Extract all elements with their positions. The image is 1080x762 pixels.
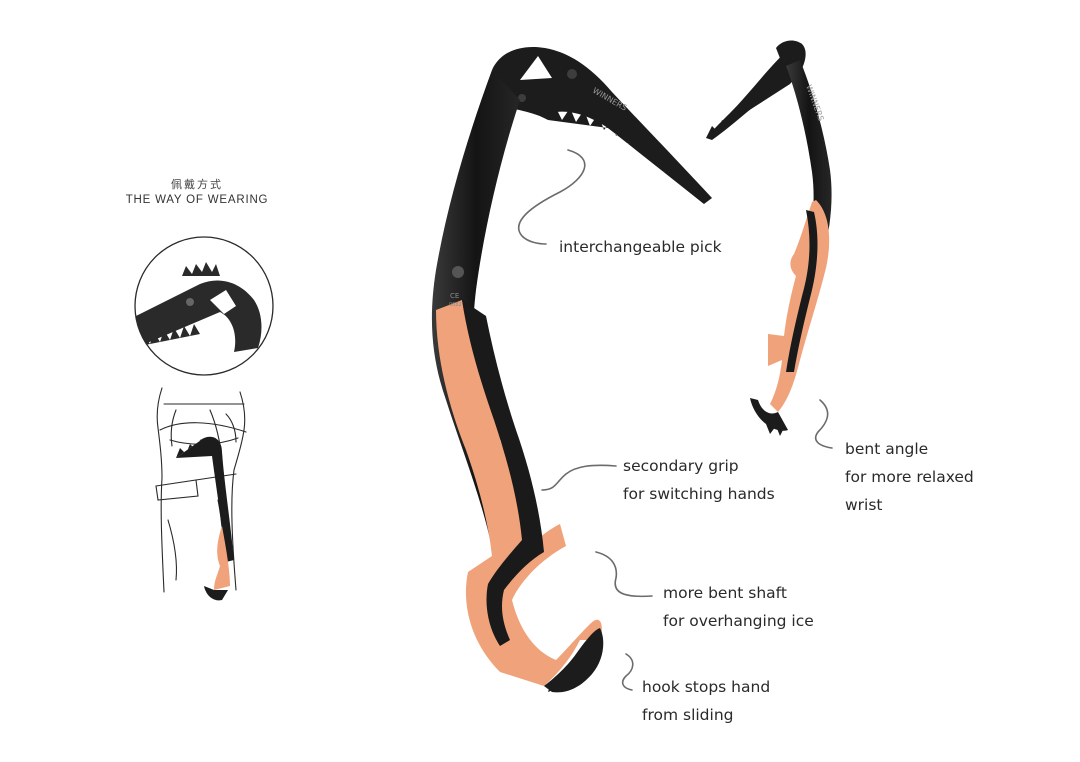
zoom-axe-top-teeth [182,262,220,276]
leader-grip [541,464,617,491]
main-axe-ce-mark: CE [450,292,459,300]
callout-shaft-line2: for overhanging ice [663,612,814,630]
wearing-title-en: THE WAY OF WEARING [125,194,269,206]
figure-axe-hook [204,586,228,601]
zoom-axe-hole [210,290,236,314]
figure-axe-grip [214,526,230,590]
wearing-title-cn: 佩戴方式 [171,178,223,191]
main-axe-hook-teeth [548,662,594,692]
callout-bent-angle: bent angle for more relaxed wrist [845,435,974,519]
callout-shaft-line1: more bent shaft [663,584,787,602]
leader-angle [814,399,833,449]
callout-angle-line2: for more relaxed [845,468,974,486]
wearing-illustration [134,236,274,601]
leader-lines [517,149,833,691]
callout-interchangeable-pick: interchangeable pick [559,233,722,261]
leader-pick [517,149,586,245]
figure-axe-shaft [176,436,234,562]
main-axe-logo-dot [452,266,464,278]
main-axe-core [462,300,544,646]
secondary-axe-hook [750,398,788,431]
zoom-axe-teeth [140,324,200,346]
leader-shaft [595,551,653,598]
secondary-axe-hook-teeth [766,424,788,436]
callout-secondary-grip: secondary grip for switching hands [623,452,775,508]
leader-hook [621,653,634,691]
callout-bent-shaft: more bent shaft for overhanging ice [663,579,814,635]
callout-hook-line1: hook stops hand [642,678,771,696]
secondary-axe-core [786,210,818,372]
main-axe-head-hole [520,56,552,80]
figure-axe-pick [176,438,204,458]
zoom-axe-rivet [186,298,194,306]
figure-outline [155,387,247,593]
secondary-ice-axe: WINNERS [706,40,832,436]
main-ice-axe: CE 0082 WINNERS [431,46,712,693]
callout-grip-line1: secondary grip [623,457,739,475]
main-axe-shaft [431,70,520,548]
callout-hook: hook stops hand from sliding [642,673,770,729]
secondary-axe-pick [706,52,790,140]
main-axe-grip [436,300,602,686]
callout-hook-line2: from sliding [642,706,734,724]
callout-angle-line1: bent angle [845,440,929,458]
main-axe-head-rivet [567,69,577,79]
secondary-axe-pick-teeth [706,72,790,138]
main-axe-cert-number: 0082 [449,302,462,308]
callout-grip-line2: for switching hands [623,485,775,503]
secondary-axe-grip [768,200,830,412]
callout-angle-line3: wrist [845,496,883,514]
main-axe-hook [544,628,604,693]
callout-pick-line1: interchangeable pick [559,238,722,256]
